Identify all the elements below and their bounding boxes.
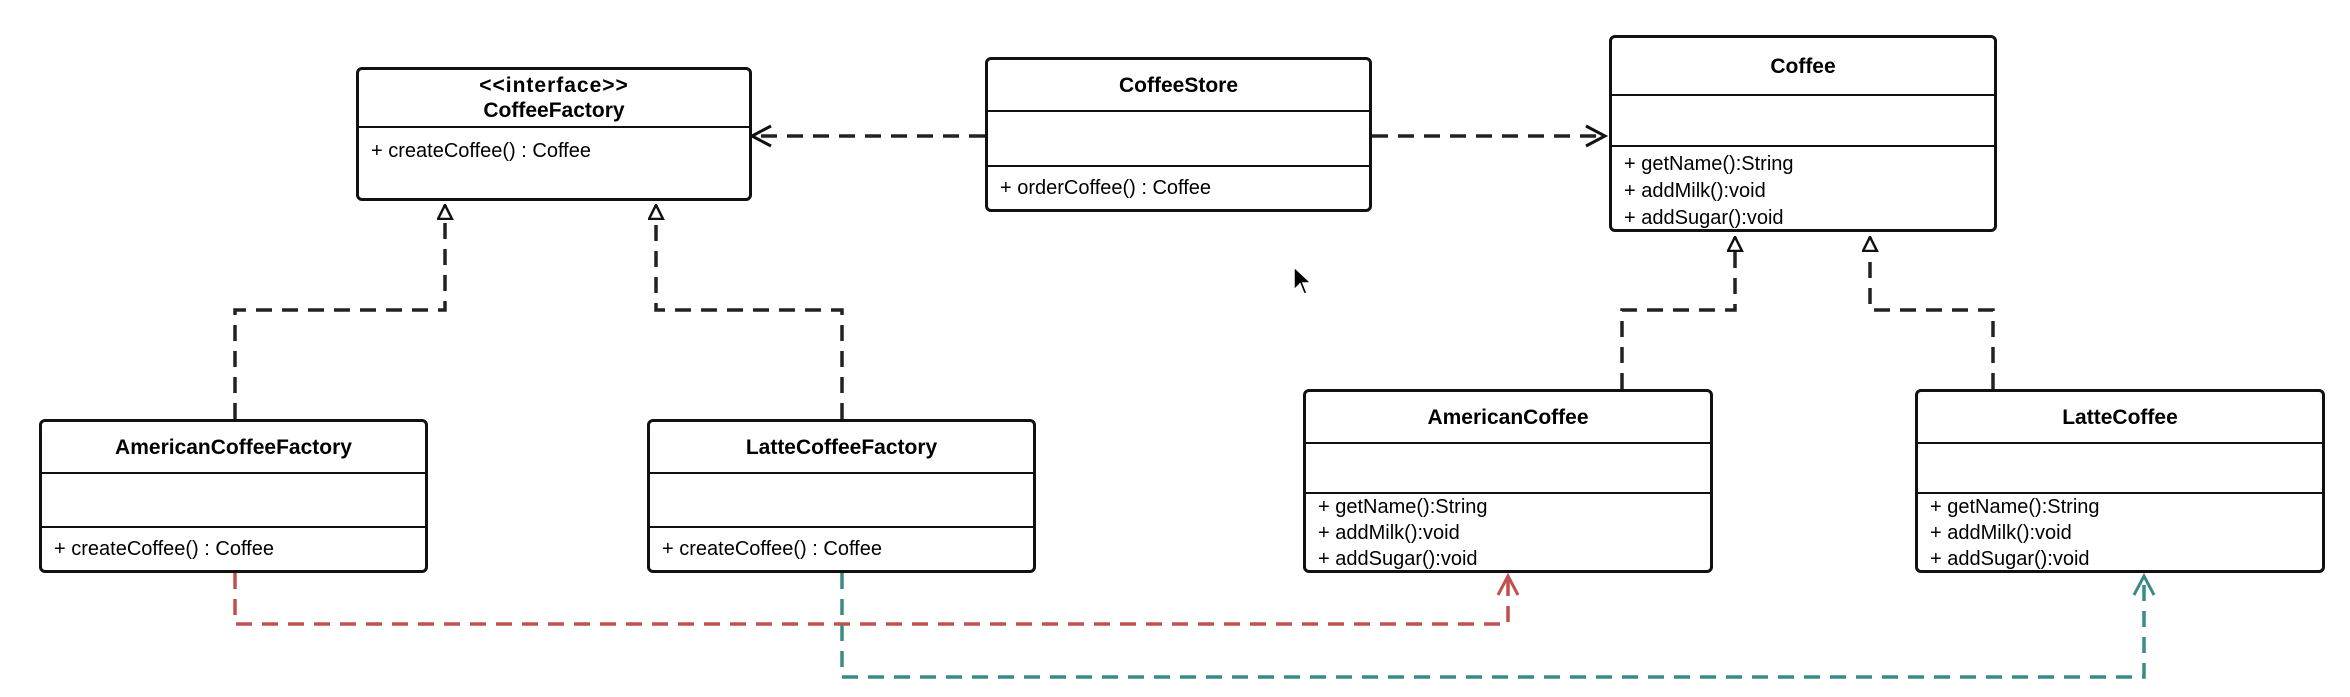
- attributes-section: [42, 474, 425, 528]
- attributes-section: [650, 474, 1033, 528]
- realization-latte-factory: [656, 205, 844, 419]
- class-coffee-factory[interactable]: <<interface>> CoffeeFactory + createCoff…: [356, 67, 752, 201]
- operation: + addMilk():void: [1930, 522, 2072, 544]
- attributes-section: [1306, 444, 1710, 494]
- attributes-section: [1612, 96, 1994, 147]
- operation: + addSugar():void: [1930, 548, 2090, 570]
- class-header: <<interface>> CoffeeFactory: [359, 70, 749, 128]
- class-coffee-store[interactable]: CoffeeStore + orderCoffee() : Coffee: [985, 57, 1372, 212]
- class-header: AmericanCoffeeFactory: [42, 422, 425, 474]
- realization-american-factory: [233, 205, 445, 419]
- class-name: AmericanCoffee: [1427, 405, 1589, 429]
- class-american-coffee-factory[interactable]: AmericanCoffeeFactory + createCoffee() :…: [39, 419, 428, 573]
- class-header: LatteCoffee: [1918, 392, 2322, 444]
- operations-list: + getName():String + addMilk():void + ad…: [1306, 494, 1710, 570]
- operations-list: + getName():String + addMilk():void + ad…: [1612, 147, 1994, 229]
- operation: + createCoffee() : Coffee: [54, 538, 274, 560]
- operation: + addSugar():void: [1624, 207, 1784, 229]
- operation: + orderCoffee() : Coffee: [1000, 177, 1212, 199]
- operation: + addSugar():void: [1318, 548, 1478, 570]
- class-header: LatteCoffeeFactory: [650, 422, 1033, 474]
- operation: + createCoffee() : Coffee: [662, 538, 882, 560]
- stereotype-label: <<interface>>: [479, 74, 629, 97]
- dependency-latte-factory-to-coffee: [840, 573, 2144, 679]
- operation: + addMilk():void: [1624, 180, 1766, 202]
- class-header: AmericanCoffee: [1306, 392, 1710, 444]
- class-header: CoffeeStore: [988, 60, 1369, 112]
- operations-list: + orderCoffee() : Coffee: [988, 167, 1369, 206]
- realization-american-coffee: [1620, 237, 1735, 389]
- class-name: Coffee: [1770, 54, 1836, 78]
- operations-list: + createCoffee() : Coffee: [650, 528, 1033, 567]
- class-name: AmericanCoffeeFactory: [115, 435, 352, 459]
- class-name: LatteCoffee: [2062, 405, 2178, 429]
- class-coffee[interactable]: Coffee + getName():String + addMilk():vo…: [1609, 35, 1997, 232]
- operations-list: + getName():String + addMilk():void + ad…: [1918, 494, 2322, 570]
- operations-list: + createCoffee() : Coffee: [42, 528, 425, 567]
- operation: + getName():String: [1930, 496, 2100, 518]
- class-latte-coffee-factory[interactable]: LatteCoffeeFactory + createCoffee() : Co…: [647, 419, 1036, 573]
- mouse-cursor-icon: [1293, 266, 1313, 295]
- dependency-american-factory-to-coffee: [233, 573, 1508, 626]
- operation: + getName():String: [1624, 153, 1794, 175]
- class-name: CoffeeStore: [1118, 73, 1239, 97]
- realization-latte-coffee: [1870, 237, 1995, 389]
- operations-list: + createCoffee() : Coffee: [359, 128, 749, 169]
- class-header: Coffee: [1612, 38, 1994, 96]
- attributes-section: [1918, 444, 2322, 494]
- attributes-section: [988, 112, 1369, 167]
- class-name: CoffeeFactory: [483, 99, 625, 122]
- operation: + getName():String: [1318, 496, 1488, 518]
- class-latte-coffee[interactable]: LatteCoffee + getName():String + addMilk…: [1915, 389, 2325, 573]
- class-american-coffee[interactable]: AmericanCoffee + getName():String + addM…: [1303, 389, 1713, 573]
- operation: + addMilk():void: [1318, 522, 1460, 544]
- class-name: LatteCoffeeFactory: [745, 435, 938, 459]
- operation: + createCoffee() : Coffee: [371, 140, 591, 162]
